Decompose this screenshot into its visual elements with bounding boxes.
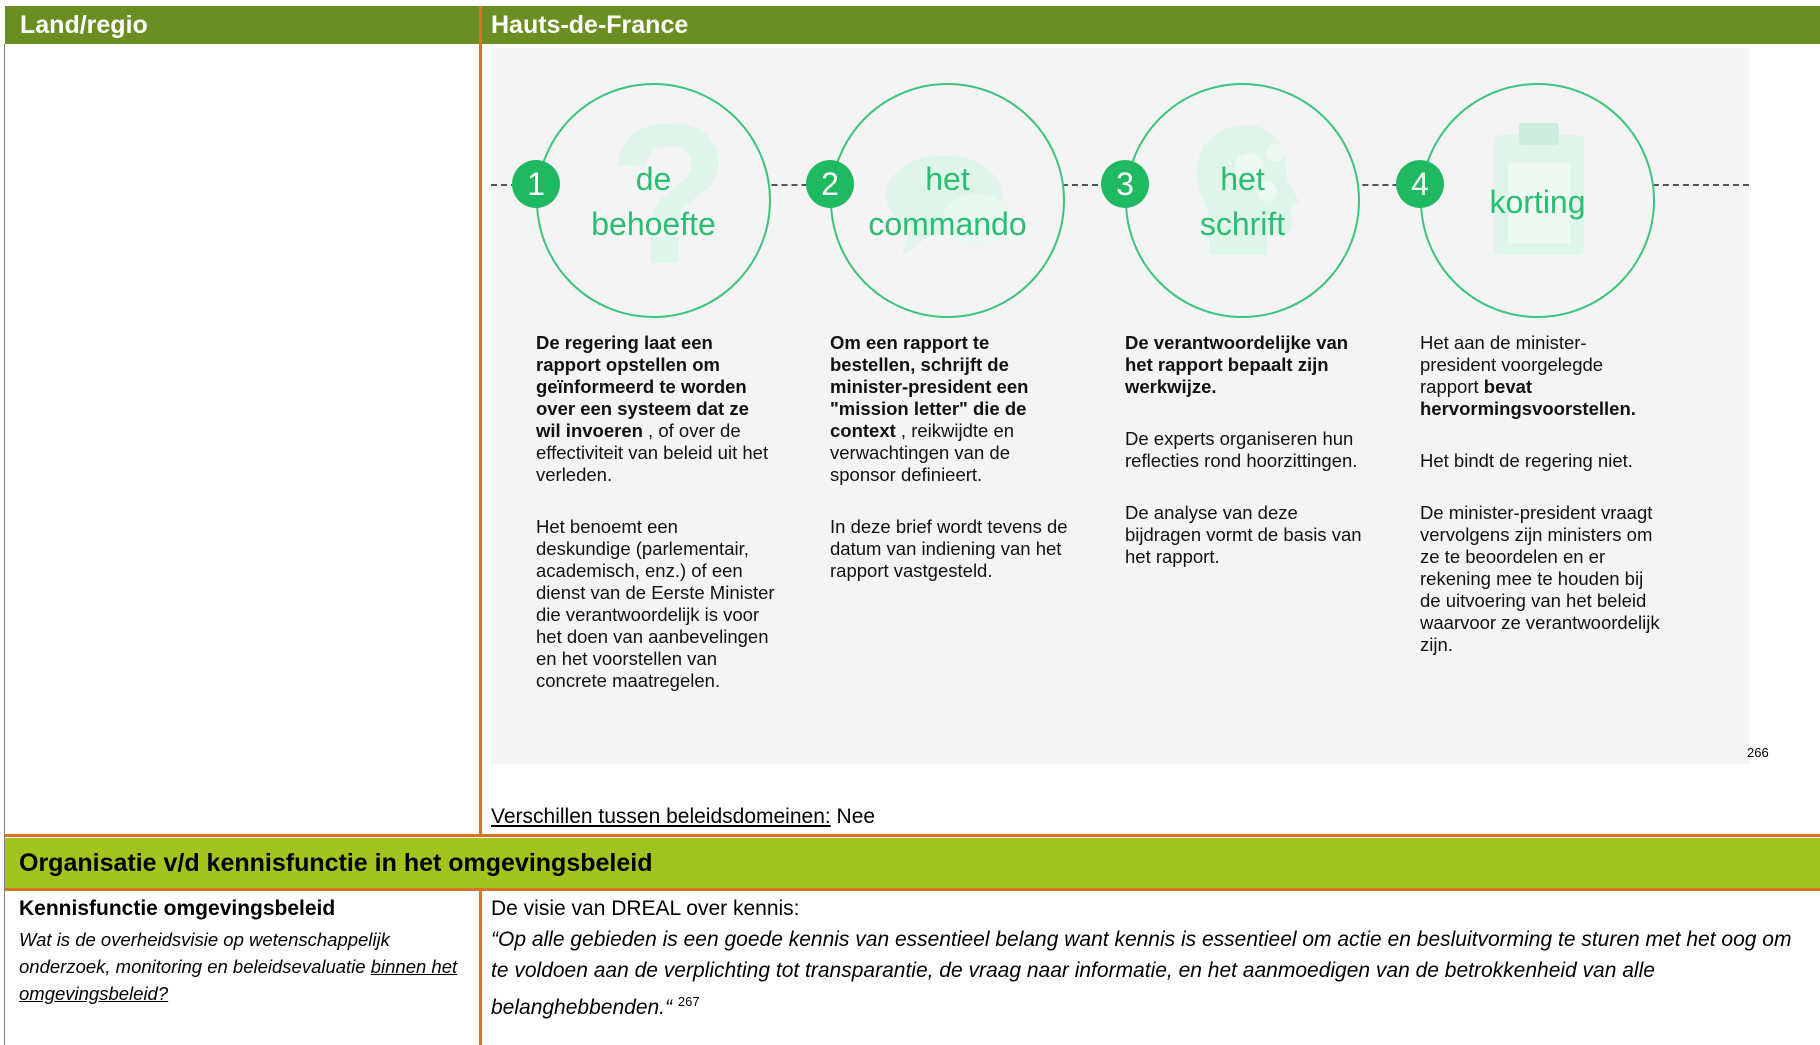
verschillen-value: Nee (830, 805, 876, 828)
step-4-title: korting (1489, 184, 1586, 220)
section-heading-bar: Organisatie v/d kennisfunctie in het omg… (5, 838, 1820, 888)
process-figure: ? de behoefte 1 het commando 2 het (491, 48, 1749, 764)
step-2-para1-bold: Om een rapport te bestellen, schrijft de… (830, 332, 1029, 441)
visie-quote-text: “Op alle gebieden is een goede kennis va… (491, 928, 1792, 1019)
step-1-title-line1: de (635, 161, 672, 197)
step-number-2: 2 (806, 160, 854, 208)
speech-bubble-icon (886, 155, 1012, 255)
step-number-4: 4 (1396, 160, 1444, 208)
step-2-para1: Om een rapport te bestellen, schrijft de… (830, 332, 1070, 486)
step-circle-4: korting (1420, 83, 1655, 318)
kennisfunctie-title: Kennisfunctie omgevingsbeleid (19, 897, 336, 920)
head-gears-icon (1196, 125, 1299, 255)
kennisfunctie-question: Wat is de overheidsvisie op wetenschappe… (19, 926, 459, 1007)
kennisfunctie-question-part2: binnen het omgevingsbeleid? (19, 956, 458, 1004)
section-top-line (5, 834, 1820, 837)
kennisfunctie-question-part1: Wat is de overheidsvisie op wetenschappe… (19, 929, 390, 977)
step-number-3: 3 (1101, 160, 1149, 208)
clipboard-icon (1494, 123, 1584, 255)
step-2-para2: In deze brief wordt tevens de datum van … (830, 516, 1068, 581)
step-2-title-line1: het (925, 161, 970, 197)
step-1-title-line2: behoefte (591, 206, 716, 242)
visie-intro: De visie van DREAL over kennis: (491, 897, 800, 920)
step-3-para2: De experts organiseren hun reflecties ro… (1125, 428, 1358, 471)
step-4-para2: Het bindt de regering niet. (1420, 450, 1633, 471)
step-3-para1-bold: De verantwoordelijke van het rapport bep… (1125, 332, 1349, 397)
step-4-description: Het aan de minister-president voorgelegd… (1420, 332, 1660, 686)
step-3-description: De verantwoordelijke van het rapport bep… (1125, 332, 1365, 598)
header-land-regio: Land/regio (20, 11, 148, 39)
step-1-description: De regering laat een rapport opstellen o… (536, 332, 776, 722)
step-4-para1: Het aan de minister-president voorgelegd… (1420, 332, 1660, 420)
step-1-para1: De regering laat een rapport opstellen o… (536, 332, 776, 486)
step-2-title-line2: commando (868, 206, 1027, 242)
step-circle-3: het schrift (1125, 83, 1360, 318)
step-2-para1-rest: , reikwijdte en verwachtingen van de spo… (830, 420, 1015, 485)
step-circle-2: het commando (830, 83, 1065, 318)
step-number-1: 1 (512, 160, 560, 208)
verschillen-line: Verschillen tussen beleidsdomeinen: Nee (491, 805, 875, 829)
step-3-title-line1: het (1220, 161, 1265, 197)
step-circle-1: ? de behoefte (536, 83, 771, 318)
table-header: Land/regio Hauts-de-France (5, 6, 1820, 44)
step-1-para2: Het benoemt een deskundige (parlementair… (536, 516, 775, 691)
column-divider-top (479, 6, 482, 834)
verschillen-label: Verschillen tussen beleidsdomeinen: (491, 805, 831, 828)
step-3-para3: De analyse van deze bijdragen vormt de b… (1125, 502, 1362, 567)
visie-footnote-number: 267 (677, 994, 700, 1009)
step-4-para1-pre: Het aan de minister-president voorgelegd… (1420, 332, 1604, 397)
step-1-para1-bold: De regering laat een rapport opstellen o… (536, 332, 749, 441)
column-divider-bottom (479, 891, 482, 1045)
section-bottom-line (5, 888, 1820, 891)
visie-quote: “Op alle gebieden is een goede kennis va… (491, 924, 1811, 1023)
step-3-para1: De verantwoordelijke van het rapport bep… (1125, 332, 1365, 398)
step-1-para1-rest: , of over de effectiviteit van beleid ui… (536, 420, 769, 485)
left-border (4, 44, 5, 1045)
step-4-para1-bold: bevat hervormingsvoorstellen. (1420, 376, 1636, 419)
step-2-description: Om een rapport te bestellen, schrijft de… (830, 332, 1070, 612)
header-region-name: Hauts-de-France (491, 11, 689, 39)
step-4-para3: De minister-president vraagt vervolgens … (1420, 502, 1660, 655)
section-title: Organisatie v/d kennisfunctie in het omg… (19, 849, 653, 877)
figure-footnote-number: 266 (1747, 745, 1769, 760)
step-3-title-line2: schrift (1199, 206, 1286, 242)
